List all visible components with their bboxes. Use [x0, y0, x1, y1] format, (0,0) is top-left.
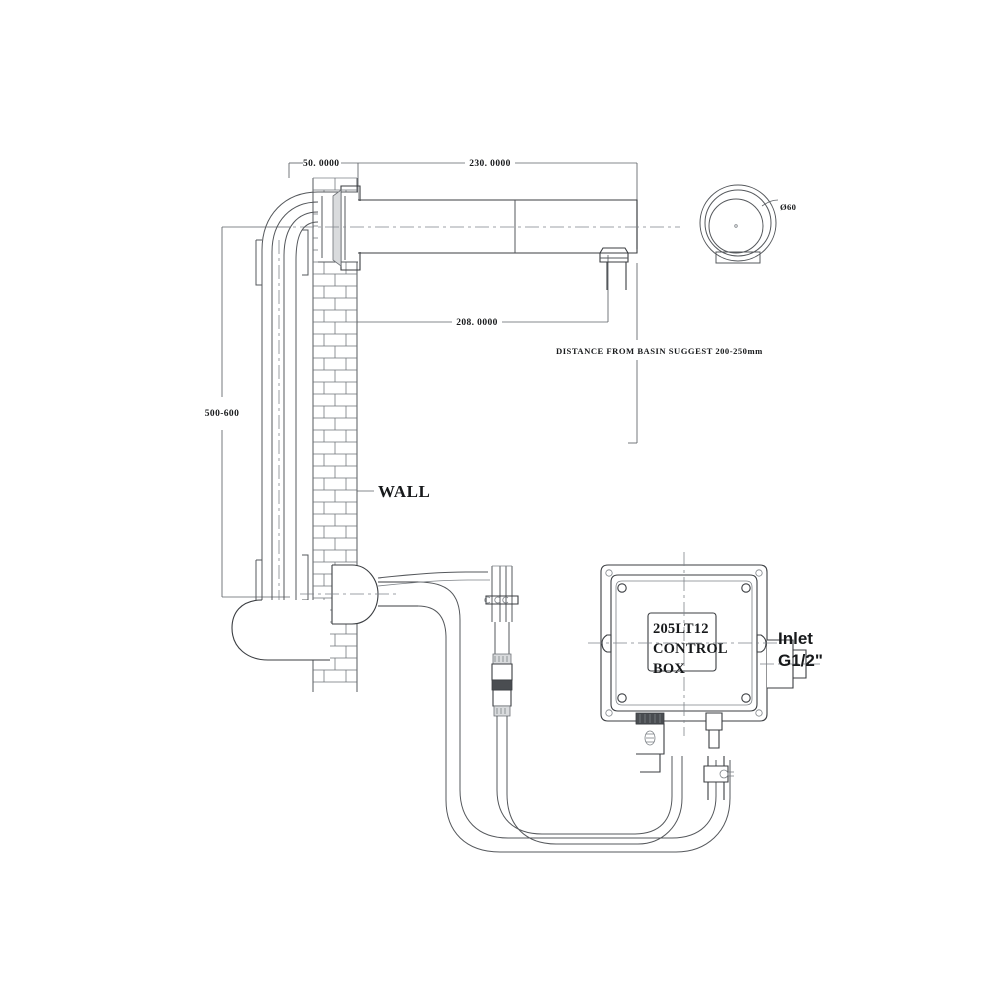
- inlet-label-line2: G1/2": [778, 651, 823, 670]
- cable-connector: [635, 712, 665, 773]
- control-box-subtitle-label: BOX: [653, 661, 685, 677]
- sensor-cable: [377, 565, 683, 845]
- supply-elbow: [231, 564, 418, 661]
- dimension-208: [351, 250, 609, 323]
- flexible-hose-left: [417, 581, 731, 853]
- dimension-label-500-600: 500-600: [205, 409, 239, 419]
- inlet-label-line1: Inlet: [778, 629, 813, 648]
- basin-distance-leader: [628, 263, 638, 444]
- basin-distance-note: DISTANCE FROM BASIN SUGGEST 200-250mm: [556, 346, 763, 356]
- wall-spout: [250, 185, 680, 290]
- control-box: [588, 552, 820, 736]
- supply-pipe-bundle: [255, 191, 319, 601]
- dimension-label-50: 50. 0000: [303, 159, 339, 169]
- dimension-label-diameter-60: Ø60: [780, 202, 796, 212]
- control-box-title-label: CONTROL: [653, 641, 728, 657]
- flange-front-view: [699, 184, 779, 264]
- wall-label: WALL: [378, 482, 430, 501]
- dimension-label-208: 208. 0000: [456, 318, 498, 328]
- control-box-model-label: 205LT12: [653, 621, 709, 637]
- solenoid-valve: [703, 712, 734, 800]
- dimension-230: [358, 162, 638, 200]
- dimension-label-230: 230. 0000: [469, 159, 511, 169]
